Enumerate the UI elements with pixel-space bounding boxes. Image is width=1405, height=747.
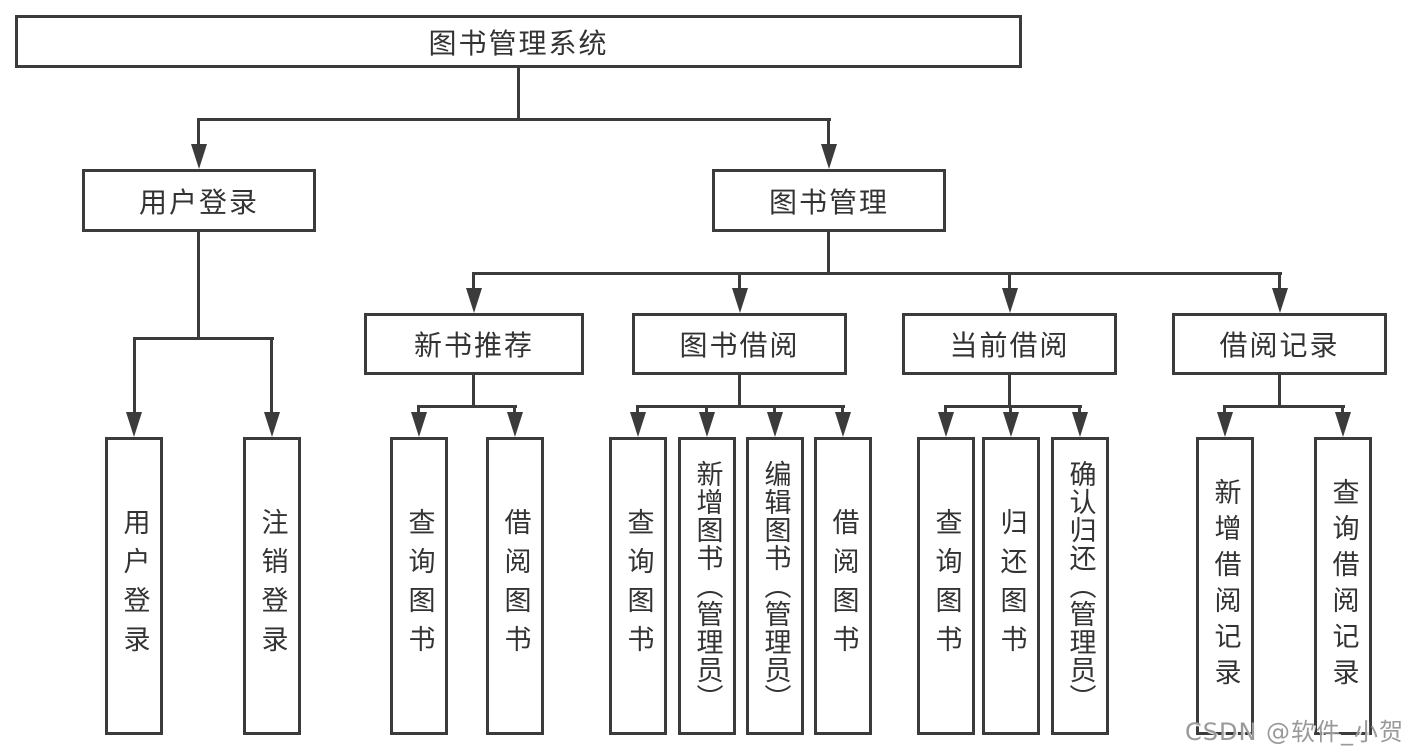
leaf-bb-add-books-admin: 新增图书（管理员）: [678, 437, 736, 735]
arrow-to-new-book: [466, 288, 482, 313]
connector-drop-user-login: [197, 118, 200, 146]
connector-drop-bb-borrow: [841, 405, 844, 414]
leaf-cb-query-books: 查询图书: [917, 437, 975, 735]
connector-book-management-stem: [827, 232, 830, 275]
leaf-nb-query-books: 查询图书: [390, 437, 448, 735]
leaf-logout: 注销登录: [243, 437, 301, 735]
connector-drop-cb-query: [944, 405, 947, 414]
connector-drop-leaf-user-login: [133, 337, 136, 413]
arrow-to-bb-add: [699, 412, 715, 437]
connector-level2-rail: [197, 118, 831, 121]
arrow-to-borrowing-records: [1272, 288, 1288, 313]
arrow-to-br-query: [1335, 412, 1351, 437]
node-borrowing-records: 借阅记录: [1172, 313, 1387, 375]
arrow-to-cb-query: [938, 412, 954, 437]
node-book-borrowing: 图书借阅: [632, 313, 847, 375]
arrow-to-user-login: [191, 144, 207, 169]
leaf-cb-confirm-return-admin: 确认归还（管理员）: [1051, 437, 1109, 735]
leaf-br-add-record: 新增借阅记录: [1196, 437, 1254, 735]
csdn-watermark: CSDN @软件_小贺同学: [1185, 718, 1405, 746]
connector-drop-bb-query: [636, 405, 639, 414]
connector-user-login-stem: [197, 232, 200, 337]
leaf-user-login: 用户登录: [105, 437, 163, 735]
arrow-to-cb-confirm: [1072, 412, 1088, 437]
leaf-bb-borrow-books: 借阅图书: [814, 437, 872, 735]
connector-drop-new-book: [472, 272, 475, 290]
leaf-br-query-record: 查询借阅记录: [1314, 437, 1372, 735]
connector-drop-leaf-logout: [270, 337, 273, 413]
connector-drop-bb-add: [705, 405, 708, 414]
arrow-to-bb-borrow: [835, 412, 851, 437]
arrow-to-nb-query: [411, 412, 427, 437]
node-user-login: 用户登录: [82, 169, 316, 232]
arrow-to-nb-borrow: [507, 412, 523, 437]
connector-new-book-stem: [472, 375, 475, 408]
connector-drop-cb-return: [1009, 405, 1012, 414]
node-book-management: 图书管理: [712, 169, 946, 232]
connector-drop-br-query: [1341, 405, 1344, 414]
leaf-cb-return-books: 归还图书: [982, 437, 1040, 735]
node-current-borrowing: 当前借阅: [902, 313, 1117, 375]
node-new-book-recommendation: 新书推荐: [364, 313, 584, 375]
connector-current-borrowing-rail: [944, 405, 1082, 408]
connector-drop-br-add: [1223, 405, 1226, 414]
arrow-to-bb-query: [630, 412, 646, 437]
arrow-to-book-management: [821, 144, 837, 169]
connector-drop-nb-query: [417, 405, 420, 414]
connector-drop-book-management: [827, 118, 830, 146]
connector-drop-current-borrowing: [1008, 272, 1011, 290]
connector-level3-rail: [472, 272, 1282, 275]
connector-root-stem: [517, 68, 520, 120]
connector-book-borrowing-rail: [636, 405, 845, 408]
arrow-to-book-borrowing: [732, 288, 748, 313]
arrow-to-current-borrowing: [1002, 288, 1018, 313]
arrow-to-leaf-logout: [264, 412, 280, 437]
node-library-management-system: 图书管理系统: [15, 15, 1022, 68]
connector-drop-cb-confirm: [1078, 405, 1081, 414]
connector-drop-bb-edit: [773, 405, 776, 414]
connector-borrowing-records-rail: [1223, 405, 1345, 408]
connector-borrowing-records-stem: [1278, 375, 1281, 408]
connector-current-borrowing-stem: [1008, 375, 1011, 408]
connector-book-borrowing-stem: [738, 375, 741, 408]
arrow-to-cb-return: [1003, 412, 1019, 437]
leaf-bb-query-books: 查询图书: [609, 437, 667, 735]
arrow-to-bb-edit: [767, 412, 783, 437]
connector-drop-nb-borrow: [513, 405, 516, 414]
arrow-to-leaf-user-login: [126, 412, 142, 437]
connector-drop-borrowing-records: [1278, 272, 1281, 290]
leaf-bb-edit-books-admin: 编辑图书（管理员）: [746, 437, 804, 735]
connector-drop-book-borrowing: [738, 272, 741, 290]
connector-new-book-rail: [417, 405, 517, 408]
arrow-to-br-add: [1217, 412, 1233, 437]
leaf-nb-borrow-books: 借阅图书: [486, 437, 544, 735]
connector-user-login-rail: [133, 337, 274, 340]
